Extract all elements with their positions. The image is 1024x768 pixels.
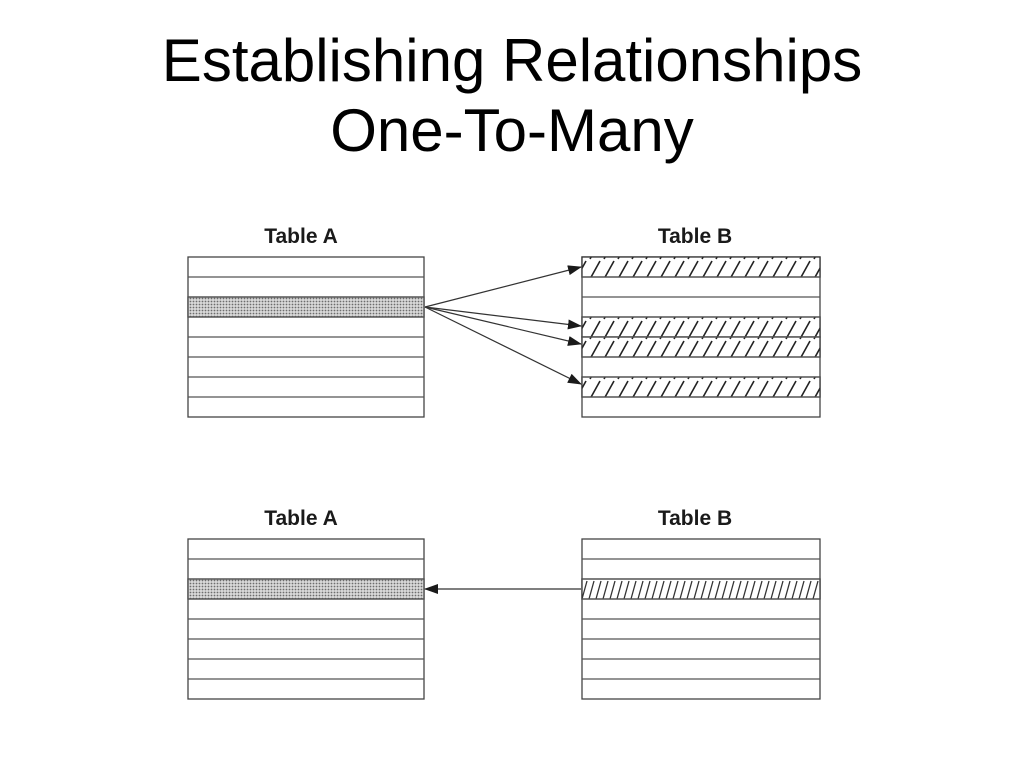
table-b [581,538,821,700]
table-b [581,256,821,418]
arrow [424,306,582,385]
table-a-row-lines [188,558,424,680]
table-b-label: Table B [658,507,732,530]
title-line-1: Establishing Relationships [161,27,863,94]
arrow [424,306,582,330]
hatched-row [581,578,821,600]
title-line-2: One-To-Many [330,97,694,164]
hatched-row [581,256,821,278]
table-b-row-lines [582,558,820,680]
table-a [187,256,425,418]
relationship-arrows [424,265,582,385]
table-a [187,538,425,700]
hatched-row [581,316,821,338]
hatched-row [581,336,821,358]
highlighted-row [187,296,425,318]
arrow [424,306,582,346]
table-a-label: Table A [264,225,338,248]
diagram-one-to-many: Table A Table B [187,225,821,418]
table-b-label: Table B [658,225,732,248]
slide-title: Establishing Relationships One-To-Many [0,26,1024,166]
highlighted-row [187,578,425,600]
hatched-row [581,376,821,398]
table-a-label: Table A [264,507,338,530]
arrow [424,265,582,308]
diagram-many-to-one: Table A Table B [187,507,821,700]
table-a-row-lines [188,276,424,398]
table-b-row-lines [582,276,820,398]
